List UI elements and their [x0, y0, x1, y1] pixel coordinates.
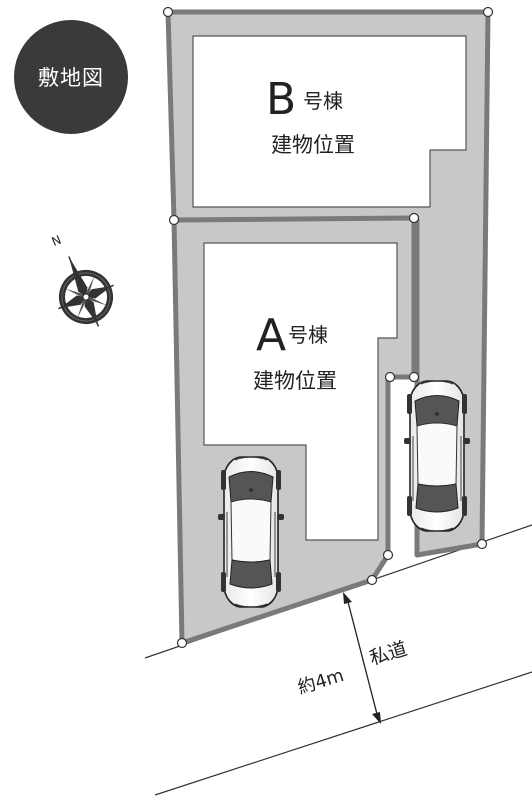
parked-car-lot-a [217, 456, 285, 608]
boundary-marker [382, 549, 394, 561]
building-a-footprint [203, 242, 398, 541]
boundary-marker [176, 637, 188, 649]
boundary-marker [408, 371, 420, 383]
site-map-badge-label: 敷地図 [38, 66, 104, 90]
boundary-marker [408, 212, 420, 224]
building-b-suffix: 号棟 [303, 89, 343, 113]
site-map-badge: 敷地図 [14, 20, 128, 134]
compass-north-label: N [50, 233, 64, 249]
road-edge-far [154, 671, 532, 796]
boundary-marker [168, 214, 180, 226]
building-a-suffix: 号棟 [288, 323, 328, 347]
road-width-dimension [343, 592, 381, 724]
boundary-marker [384, 371, 396, 383]
building-b-caption: 建物位置 [271, 133, 355, 157]
building-b-letter: B [266, 74, 296, 125]
building-b-footprint [192, 35, 467, 208]
building-a-letter: A [256, 310, 286, 361]
boundary-marker [162, 6, 174, 18]
road-width-label: 約4m [295, 665, 346, 699]
building-a-caption: 建物位置 [253, 369, 337, 393]
boundary-markers [162, 6, 494, 649]
compass-rose-icon [58, 256, 114, 327]
parked-car-lot-b [403, 380, 471, 532]
boundary-marker [366, 574, 378, 586]
boundary-marker [482, 6, 494, 18]
road-name-label: 私道 [367, 638, 410, 670]
boundary-marker [476, 538, 488, 550]
